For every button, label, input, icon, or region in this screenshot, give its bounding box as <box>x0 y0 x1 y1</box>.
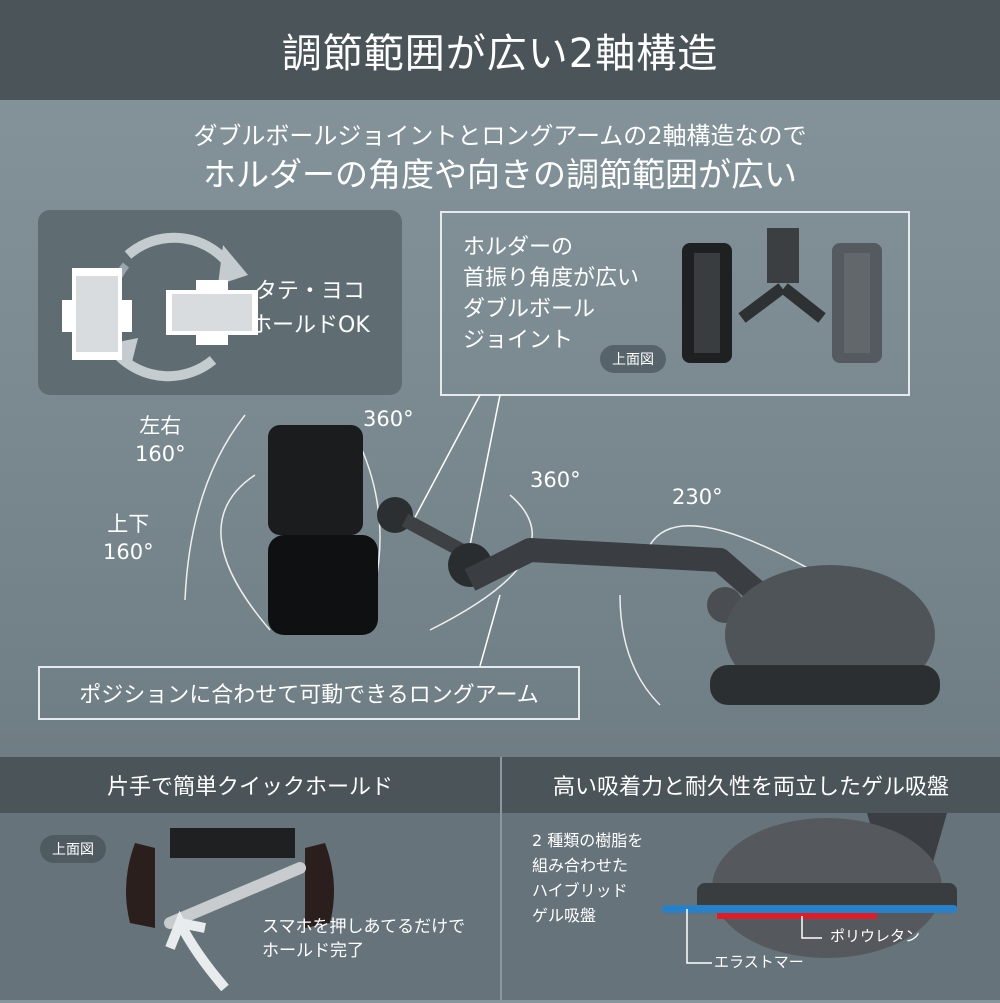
gel-suction-panel: 2 種類の樹脂を 組み合わせた ハイブリッド ゲル吸盤 ポリウレタン エラストマ… <box>502 813 1000 1000</box>
gel-caption-line: ハイブリッド <box>532 881 628 900</box>
holder-rotation-angle: 360° <box>363 407 414 431</box>
quick-hold-caption-line-2: ホールド完了 <box>262 941 364 961</box>
gel-suction-heading: 高い吸着力と耐久性を両立したゲル吸盤 <box>502 757 1000 813</box>
page-title: 調節範囲が広い2軸構造 <box>0 0 1000 100</box>
quick-hold-heading: 片手で簡単クイックホールド <box>0 757 500 813</box>
left-right-angle: 左右 160° <box>135 412 186 468</box>
long-arm-caption: ポジションに合わせて可動できるロングアーム <box>38 666 580 720</box>
left-right-value: 160° <box>135 442 186 466</box>
up-down-value: 160° <box>103 540 154 564</box>
joint-caption: ホルダーの 首振り角度が広い ダブルボール ジョイント <box>463 232 639 356</box>
top-view-badge: 上面図 <box>40 835 106 863</box>
left-right-label: 左右 <box>139 414 182 438</box>
rotation-caption-line-1: タテ・ヨコ <box>254 279 365 304</box>
joint-caption-line: ホルダーの <box>463 235 574 260</box>
subtitle-line-1: ダブルボールジョイントとロングアームの2軸構造なので <box>193 122 807 150</box>
gel-caption-line: ゲル吸盤 <box>532 906 597 925</box>
gel-caption-line: 組み合わせた <box>532 856 629 875</box>
gel-suction-cup-image <box>662 813 957 964</box>
elastomer-label: エラストマー <box>714 953 804 971</box>
holder-top-view-image <box>126 828 334 992</box>
up-down-angle: 上下 160° <box>103 510 154 566</box>
joint-caption-line: 首振り角度が広い <box>463 266 640 291</box>
joint-caption-line: ダブルボール <box>463 297 596 322</box>
up-down-label: 上下 <box>107 512 150 536</box>
quick-hold-caption-line-1: スマホを押しあてるだけで <box>262 917 466 937</box>
subtitle-line-2: ホルダーの角度や向きの調節範囲が広い <box>203 155 797 194</box>
section-divider <box>500 757 502 1000</box>
rotation-caption: タテ・ヨコ ホールドOK <box>250 275 370 343</box>
rotation-panel <box>38 210 402 395</box>
quick-hold-panel: 上面図 スマホを押しあてるだけで ホールド完了 <box>0 813 500 1000</box>
arm-angle: 230° <box>672 485 723 509</box>
joint-panel: 上面図 <box>440 211 910 396</box>
gel-caption-line: 2 種類の樹脂を <box>532 831 644 850</box>
top-view-badge: 上面図 <box>600 345 666 373</box>
rotate-phone-icon <box>62 232 258 382</box>
product-mount-image <box>184 395 940 706</box>
joint-rotation-angle: 360° <box>530 468 581 492</box>
polyurethane-label: ポリウレタン <box>830 927 921 945</box>
rotation-caption-line-2: ホールドOK <box>250 313 370 338</box>
double-ball-joint-image <box>682 228 882 363</box>
joint-caption-line: ジョイント <box>463 328 574 353</box>
